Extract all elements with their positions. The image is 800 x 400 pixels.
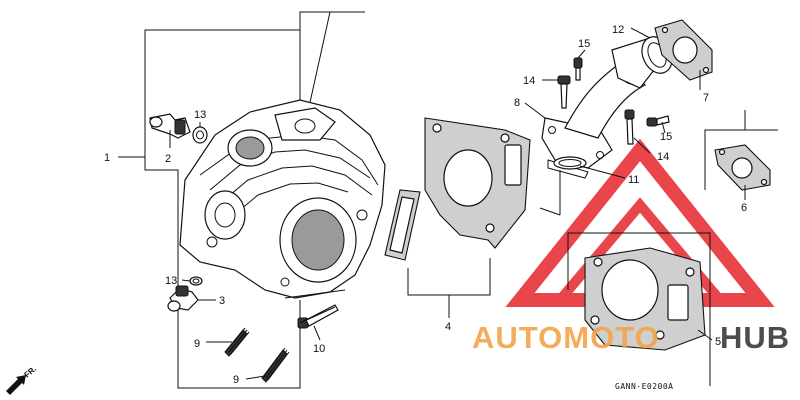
leader-lines <box>169 27 746 380</box>
callout-13b: 13 <box>165 275 177 287</box>
flange-gasket-7 <box>654 19 713 81</box>
stud-bolt-a <box>224 327 250 357</box>
insulator-6 <box>714 144 771 191</box>
callout-14b: 14 <box>657 151 669 163</box>
callout-10: 10 <box>313 343 325 355</box>
bolt-15-lower <box>646 115 670 127</box>
box-6 <box>704 110 778 190</box>
callout-15a: 15 <box>578 38 590 50</box>
cylinder-head <box>179 99 386 299</box>
callout-15b: 15 <box>660 131 672 143</box>
watermark-part-b: HUB <box>720 320 790 355</box>
side-gasket <box>384 189 421 261</box>
callout-4: 4 <box>445 321 451 333</box>
callout-3: 3 <box>219 295 225 307</box>
gasket-5 <box>584 247 706 351</box>
box-5 <box>567 232 711 386</box>
stud-bolt-b <box>261 347 290 383</box>
callout-14a: 14 <box>523 75 535 87</box>
head-gasket <box>424 117 531 249</box>
callout-13a: 13 <box>194 109 206 121</box>
watermark-part-a: AUTOMOTO <box>472 320 660 355</box>
callout-8: 8 <box>514 97 520 109</box>
callout-12: 12 <box>612 24 624 36</box>
bolt-14-lower <box>624 109 635 145</box>
washer-lower <box>189 276 203 286</box>
watermark-text: AUTOMOTO HUB <box>472 320 790 355</box>
callout-11: 11 <box>628 174 639 186</box>
o-ring-11 <box>553 156 587 170</box>
callout-9a: 9 <box>194 338 200 350</box>
bolt-15-upper <box>573 57 583 81</box>
washer-upper <box>192 126 208 144</box>
callout-9b: 9 <box>233 374 239 386</box>
callout-1: 1 <box>104 152 110 164</box>
callout-5: 5 <box>715 336 721 348</box>
callout-7: 7 <box>703 92 709 104</box>
diagram-code: GANN-E0200A <box>615 382 673 391</box>
callout-2: 2 <box>165 153 171 165</box>
stud-fitting-lower <box>167 285 199 312</box>
bolt-14-upper <box>557 75 571 109</box>
bracket-4 <box>407 258 491 318</box>
bolt-10 <box>297 304 339 329</box>
front-direction-arrow: FR. <box>6 364 38 395</box>
callout-6: 6 <box>741 202 747 214</box>
stud-fitting <box>149 113 191 139</box>
